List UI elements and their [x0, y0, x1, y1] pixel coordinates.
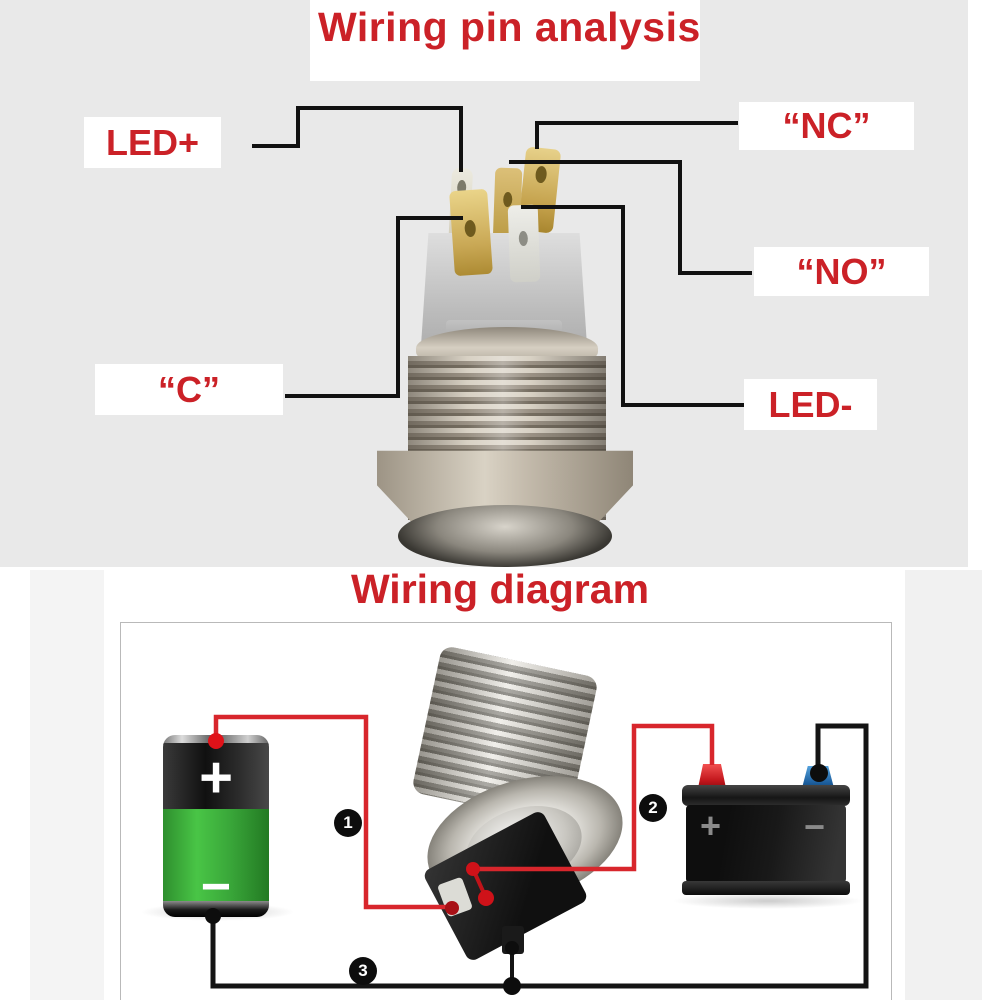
wiring-diagram-title: Wiring diagram [350, 566, 650, 612]
label-led-minus-text: LED- [768, 383, 853, 425]
car-battery-minus-symbol: − [804, 806, 826, 847]
car-battery-plus-symbol: + [700, 805, 722, 846]
c-pin [449, 188, 493, 277]
step-2-number: 2 [648, 798, 658, 817]
label-nc-text: “NC” [782, 105, 871, 146]
switch2-bottom-pin [502, 926, 524, 954]
step-1-badge: 1 [334, 809, 362, 837]
wiring-diagram-panel [120, 622, 892, 1000]
pin-analysis-title-box: Wiring pin analysis [310, 0, 700, 81]
pin-analysis-title: Wiring pin analysis [318, 4, 701, 50]
label-led-minus: LED- [744, 379, 877, 430]
label-nc: “NC” [739, 102, 914, 150]
pin-hole [518, 230, 529, 247]
pin-hole [534, 165, 548, 184]
label-c-text: “C” [158, 368, 220, 410]
left-margin-strip [30, 570, 104, 1000]
switch-button-head [398, 505, 612, 567]
step-2-badge: 2 [639, 794, 667, 822]
battery-minus-symbol: − [200, 858, 232, 916]
label-no-text: “NO” [796, 250, 887, 292]
dc-battery: + − [163, 735, 269, 917]
car-battery: + − [680, 760, 852, 905]
label-led-plus-text: LED+ [105, 121, 200, 163]
step-3-number: 3 [358, 961, 368, 980]
label-no: “NO” [754, 247, 929, 296]
label-led-plus: LED+ [84, 117, 221, 168]
car-battery-base [682, 881, 850, 895]
step-3-badge: 3 [349, 957, 377, 985]
led-minus-pin [507, 204, 541, 283]
car-battery-lid [682, 785, 850, 806]
label-c: “C” [95, 364, 283, 415]
step-1-number: 1 [343, 813, 353, 832]
pin-hole [464, 219, 477, 238]
right-margin-strip [905, 570, 982, 1000]
battery-plus-symbol: + [199, 745, 233, 810]
